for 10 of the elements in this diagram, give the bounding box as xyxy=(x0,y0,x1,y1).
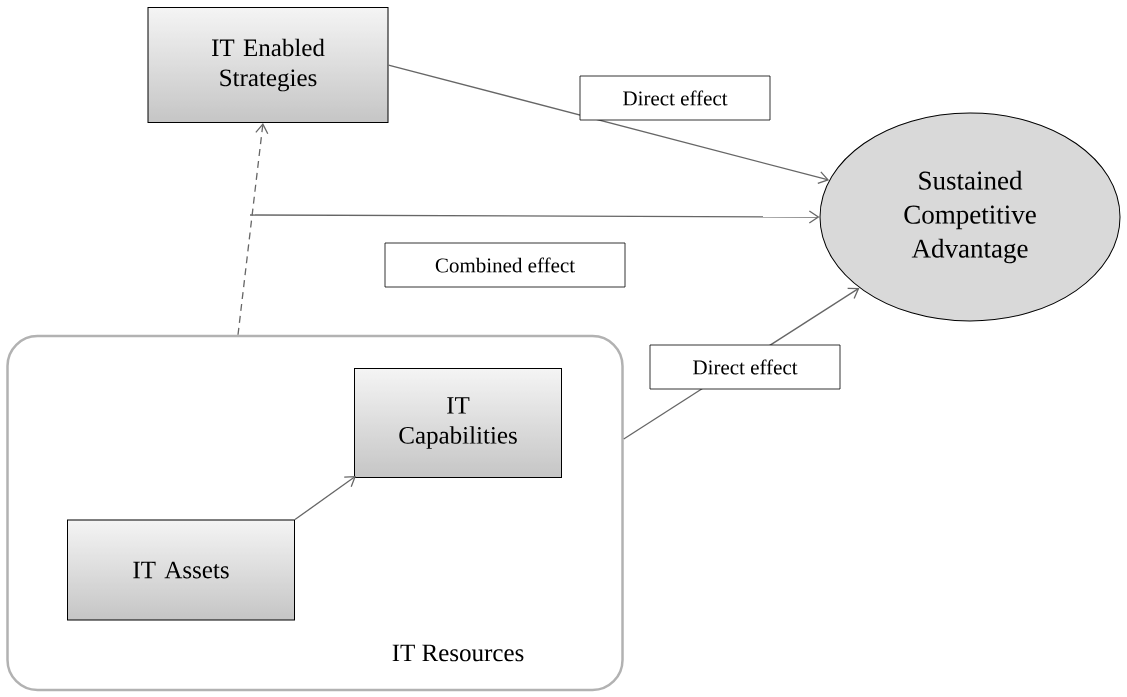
edge-label: Direct effect xyxy=(649,344,841,390)
strategy-box: IT Enabled Strategies xyxy=(147,7,389,123)
edge-label: Combined effect xyxy=(384,242,626,288)
arrow xyxy=(387,64,830,185)
asset-box: IT Assets xyxy=(67,519,295,621)
arrow xyxy=(294,476,356,521)
arrow xyxy=(249,210,820,224)
arrow xyxy=(237,123,269,336)
edge-label: Direct effect xyxy=(579,75,771,121)
capability-box: IT Capabilities xyxy=(354,368,562,478)
